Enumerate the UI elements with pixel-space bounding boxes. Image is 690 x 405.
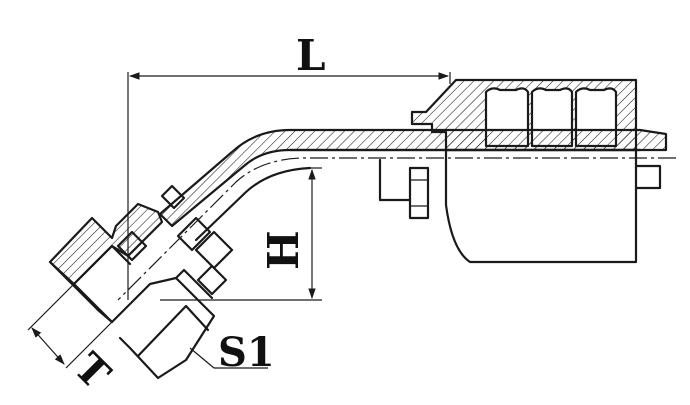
centerlines (117, 157, 676, 301)
dimension-t: T (27, 283, 119, 398)
dimension-s1-label: S1 (218, 329, 275, 376)
dimension-s1: S1 (189, 329, 275, 376)
dimension-l-label: L (296, 31, 326, 80)
dimension-h: H (160, 167, 322, 301)
dimension-t-label: T (65, 344, 119, 398)
ferrule (410, 78, 638, 264)
swivel-nut (48, 184, 234, 380)
dimension-l: L (127, 31, 451, 300)
stem-tube (158, 128, 668, 242)
dimension-h-label: H (259, 230, 308, 270)
